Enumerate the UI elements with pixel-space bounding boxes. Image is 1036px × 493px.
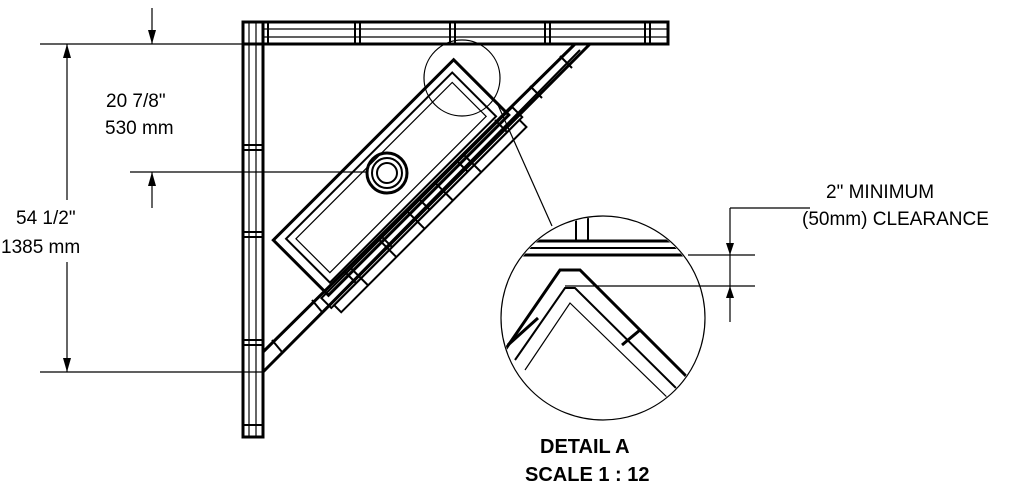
vent-pipe [365, 151, 409, 195]
vertical-wall [241, 20, 265, 439]
overall-dim-inches: 54 1/2" [16, 208, 76, 229]
detail-callout-circle [423, 39, 501, 117]
overall-dim-mm: 1385 mm [1, 237, 80, 258]
detail-leader-line [497, 104, 553, 227]
partial-dim-inches: 20 7/8" [106, 91, 166, 112]
detail-scale: SCALE 1 : 12 [525, 464, 649, 486]
partial-dimension [130, 8, 367, 208]
partial-dim-mm: 530 mm [105, 118, 174, 139]
horizontal-wall [241, 20, 670, 46]
detail-title: DETAIL A [540, 436, 630, 458]
clearance-text-line1: 2" MINIMUM [826, 182, 934, 203]
overall-dimension [40, 43, 263, 373]
detail-a-view [500, 215, 706, 421]
fireplace-unit [271, 57, 528, 314]
diagonal-panel [261, 42, 592, 374]
clearance-dimension [565, 207, 810, 322]
clearance-text-line2: (50mm) CLEARANCE [802, 209, 989, 230]
